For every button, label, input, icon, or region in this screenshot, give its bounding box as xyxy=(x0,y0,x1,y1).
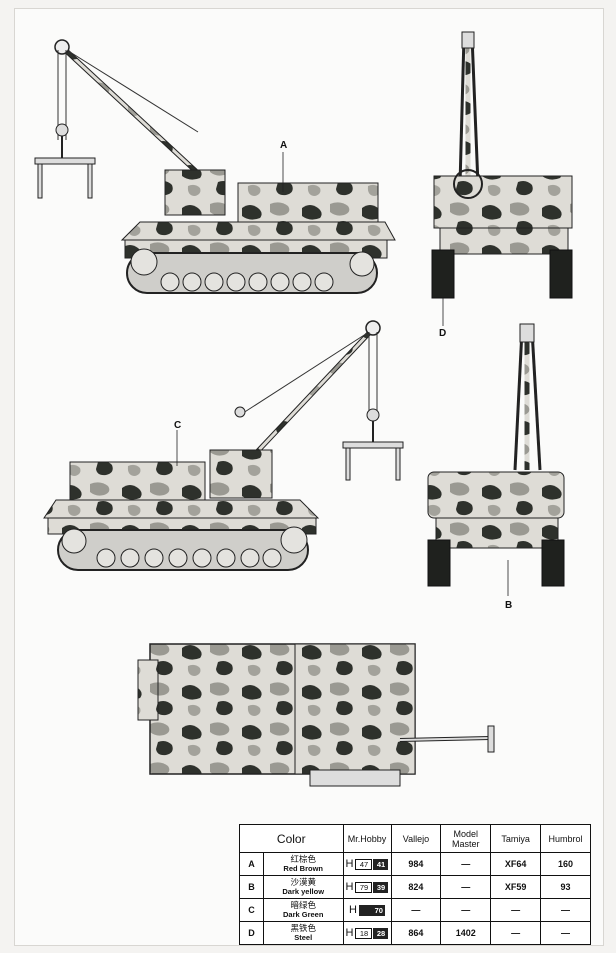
row-vallejo: 984 xyxy=(390,852,442,876)
row-model-master: — xyxy=(440,852,492,876)
header-color: Color xyxy=(239,824,344,853)
header-model-master: Model Master xyxy=(440,824,492,853)
row-tamiya: — xyxy=(490,898,542,922)
rear-view-middle xyxy=(427,323,565,596)
side-view-top xyxy=(34,39,396,294)
row-tamiya: XF59 xyxy=(490,875,542,899)
row-code: B xyxy=(239,875,264,899)
row-humbrol: — xyxy=(540,898,591,922)
row-vallejo: — xyxy=(390,898,442,922)
callout-d: D xyxy=(439,328,447,339)
row-code: C xyxy=(239,898,264,922)
row-vallejo: 824 xyxy=(390,875,442,899)
callout-a: A xyxy=(280,140,288,151)
color-table: Color Mr.Hobby Vallejo Model Master Tami… xyxy=(239,824,591,945)
row-color-name: 暗绿色 Dark Green xyxy=(262,898,344,922)
header-mrhobby: Mr.Hobby xyxy=(342,824,392,853)
row-code: A xyxy=(239,852,264,876)
header-vallejo: Vallejo xyxy=(390,824,442,853)
row-tamiya: XF64 xyxy=(490,852,542,876)
side-view-middle xyxy=(43,320,404,571)
row-color-name: 沙漠黄 Dark yellow xyxy=(262,875,344,899)
header-tamiya: Tamiya xyxy=(490,824,542,853)
row-humbrol: 160 xyxy=(540,852,591,876)
callout-c: C xyxy=(174,420,182,431)
row-model-master: 1402 xyxy=(440,921,492,945)
row-humbrol: 93 xyxy=(540,875,591,899)
row-code: D xyxy=(239,921,264,945)
front-view-top xyxy=(431,31,573,326)
row-vallejo: 864 xyxy=(390,921,442,945)
row-model-master: — xyxy=(440,898,492,922)
header-humbrol: Humbrol xyxy=(540,824,591,853)
row-humbrol: — xyxy=(540,921,591,945)
row-color-name: 红棕色 Red Brown xyxy=(262,852,344,876)
top-view xyxy=(137,643,495,787)
color-table-header: Color Mr.Hobby Vallejo Model Master Tami… xyxy=(239,824,591,853)
callout-b: B xyxy=(505,600,513,611)
row-color-name: 黑铁色 Steel xyxy=(262,921,344,945)
row-tamiya: — xyxy=(490,921,542,945)
row-model-master: — xyxy=(440,875,492,899)
